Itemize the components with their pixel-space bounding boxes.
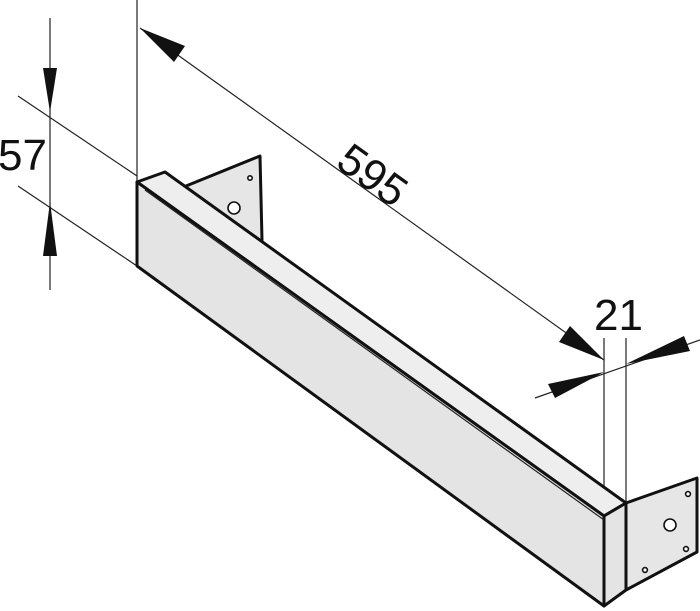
arrowhead-595-start [140, 28, 185, 62]
extension-line-bottom-57 [17, 185, 138, 267]
front-bracket-large-hole [663, 518, 677, 532]
dimension-21: 21 [534, 291, 700, 399]
dimension-label-21: 21 [594, 291, 643, 340]
dimension-label-57: 57 [0, 131, 47, 180]
dimension-label-595: 595 [328, 134, 416, 217]
dimension-line-595 [139, 27, 605, 361]
dimension-57: 57 [0, 18, 57, 290]
rail-front-face [135, 180, 606, 608]
front-bracket-small-hole-right [682, 545, 690, 553]
extension-line-top-57 [17, 95, 138, 177]
rear-bracket-large-hole [227, 201, 241, 215]
rail-end-face [602, 501, 628, 608]
arrowhead-595-end [559, 326, 604, 360]
front-bracket-small-hole-top [684, 490, 692, 498]
rail-top-face [135, 170, 628, 518]
arrowhead-57-top [43, 68, 57, 112]
arrowhead-21-left [548, 372, 604, 398]
rail-inner-edge [144, 189, 605, 521]
arrowhead-21-right [626, 336, 690, 364]
arrowhead-57-bottom [43, 202, 57, 256]
front-bracket-plate [624, 476, 699, 592]
front-bracket-small-hole-bottom [641, 566, 649, 574]
rear-bracket-small-hole [247, 175, 254, 182]
rail-body [135, 170, 628, 608]
front-mounting-bracket [624, 476, 699, 592]
